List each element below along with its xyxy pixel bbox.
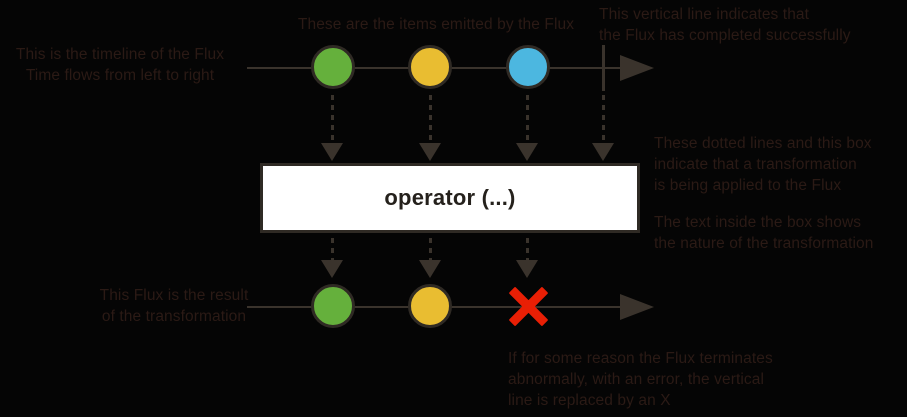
source-timeline-arrow-icon — [620, 55, 654, 81]
annotation-timeline: This is the timeline of the Flux Time fl… — [15, 46, 225, 84]
dotted-connector-arrow-icon — [592, 143, 614, 161]
annotation-box-text: The text inside the box shows the nature… — [654, 214, 874, 252]
result-timeline-arrow-icon — [620, 294, 654, 320]
operator-label: operator (...) — [384, 185, 516, 210]
dotted-connector-arrow-icon — [419, 260, 441, 278]
dotted-connector-arrow-icon — [321, 143, 343, 161]
operator-box[interactable]: operator (...) — [260, 163, 640, 233]
result-marble-green[interactable] — [311, 284, 355, 328]
dotted-connector-line — [331, 95, 334, 143]
dotted-connector-line — [526, 238, 529, 260]
dotted-connector-line — [602, 95, 605, 143]
dotted-connector-line — [429, 238, 432, 260]
source-marble-green[interactable] — [311, 45, 355, 89]
source-marble-yellow[interactable] — [408, 45, 452, 89]
source-marble-blue[interactable] — [506, 45, 550, 89]
annotation-completion: This vertical line indicates that the Fl… — [599, 6, 851, 44]
dotted-connector-arrow-icon — [516, 260, 538, 278]
annotation-transformation: These dotted lines and this box indicate… — [654, 135, 872, 194]
error-x-icon — [505, 283, 551, 329]
dotted-connector-arrow-icon — [516, 143, 538, 161]
annotation-error: If for some reason the Flux terminates a… — [508, 350, 773, 409]
dotted-connector-arrow-icon — [321, 260, 343, 278]
dotted-connector-arrow-icon — [419, 143, 441, 161]
dotted-connector-line — [331, 238, 334, 260]
dotted-connector-line — [429, 95, 432, 143]
annotation-items: These are the items emitted by the Flux — [297, 16, 575, 33]
annotation-result: This Flux is the result of the transform… — [99, 287, 249, 325]
completion-line-icon — [602, 45, 605, 91]
result-marble-yellow[interactable] — [408, 284, 452, 328]
dotted-connector-line — [526, 95, 529, 143]
